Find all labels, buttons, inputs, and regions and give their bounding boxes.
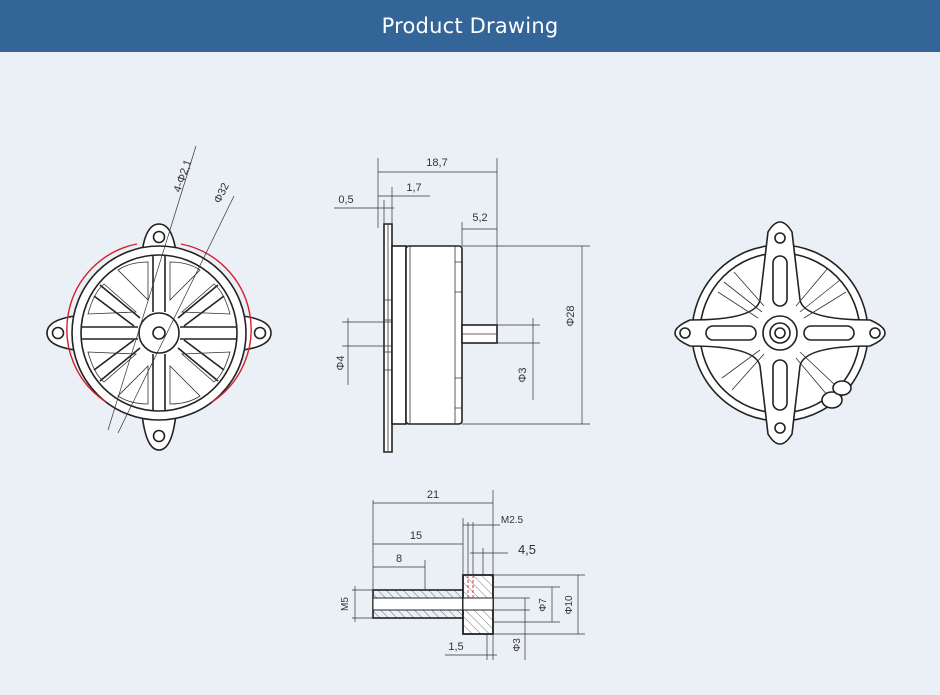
front-hub (138, 312, 180, 354)
dim-shaft-length: 5,2 (472, 212, 487, 224)
dim-flange-offset: 1,7 (406, 182, 421, 194)
side-view: 18,7 1,7 0,5 5,2 Φ28 Φ4 Φ3 (334, 157, 590, 453)
page-title: Product Drawing (381, 14, 559, 38)
hole-leader-line (107, 145, 197, 431)
adapter-view: 21 15 8 M2.5 4,5 M5 Φ7 Φ10 (340, 489, 585, 660)
dim-hub-diameter: Φ4 (335, 356, 347, 371)
back-slot-right (803, 325, 855, 341)
dim-shaft-diameter: Φ3 (517, 368, 529, 383)
drawing-area: 4-Φ2,1 Φ32 18,7 1,7 0,5 5,2 (0, 52, 940, 695)
back-hole-left (679, 327, 691, 339)
dim-overall-length: 18,7 (426, 157, 447, 169)
dim-collar: 1,5 (448, 641, 463, 653)
back-view (674, 221, 886, 445)
dim-dia-3: Φ3 (512, 638, 523, 652)
dim-thread-m5: M5 (340, 597, 351, 611)
back-hole-top (774, 232, 786, 244)
mounting-ear-right (242, 315, 272, 351)
diameter-arc-right (180, 243, 252, 403)
back-slot-left (705, 325, 757, 341)
dim-dia-10: Φ10 (564, 595, 575, 615)
front-inner-ring (80, 254, 238, 412)
dim-body-diameter: Φ28 (565, 305, 577, 326)
mounting-ear-top (141, 223, 177, 253)
dim-adapter-8: 8 (396, 553, 402, 565)
diameter-arc-left (66, 243, 138, 403)
side-motor-bell (405, 245, 463, 425)
front-view: 4-Φ2,1 Φ32 (46, 145, 272, 451)
dim-adapter-15: 15 (410, 530, 422, 542)
back-slot-bottom (772, 359, 788, 411)
dim-dia-7: Φ7 (538, 598, 549, 612)
back-hub (762, 315, 798, 351)
hole-label: 4-Φ2,1 (172, 158, 195, 194)
diameter-leader-line (117, 195, 235, 434)
mounting-ear-bottom (141, 413, 177, 451)
front-cooling-windows (87, 261, 231, 405)
back-slot-top (772, 255, 788, 307)
header-bar: Product Drawing (0, 0, 940, 52)
back-wire-exit (821, 380, 852, 409)
mounting-ear-left (46, 315, 76, 351)
technical-drawing: 4-Φ2,1 Φ32 18,7 1,7 0,5 5,2 (46, 145, 886, 660)
front-center-bore (152, 326, 166, 340)
back-hole-right (869, 327, 881, 339)
back-hole-bottom (774, 422, 786, 434)
dim-thread-m25: M2.5 (501, 515, 524, 526)
side-hub (391, 245, 407, 425)
dim-set-screw: 4,5 (518, 542, 536, 557)
front-outer-ring (71, 245, 247, 421)
back-cross-mount (674, 221, 886, 445)
dim-flange-thickness: 0,5 (338, 194, 353, 206)
front-diameter-label: Φ32 (212, 181, 232, 205)
back-bearing (774, 327, 786, 339)
dim-adapter-length: 21 (427, 489, 439, 501)
